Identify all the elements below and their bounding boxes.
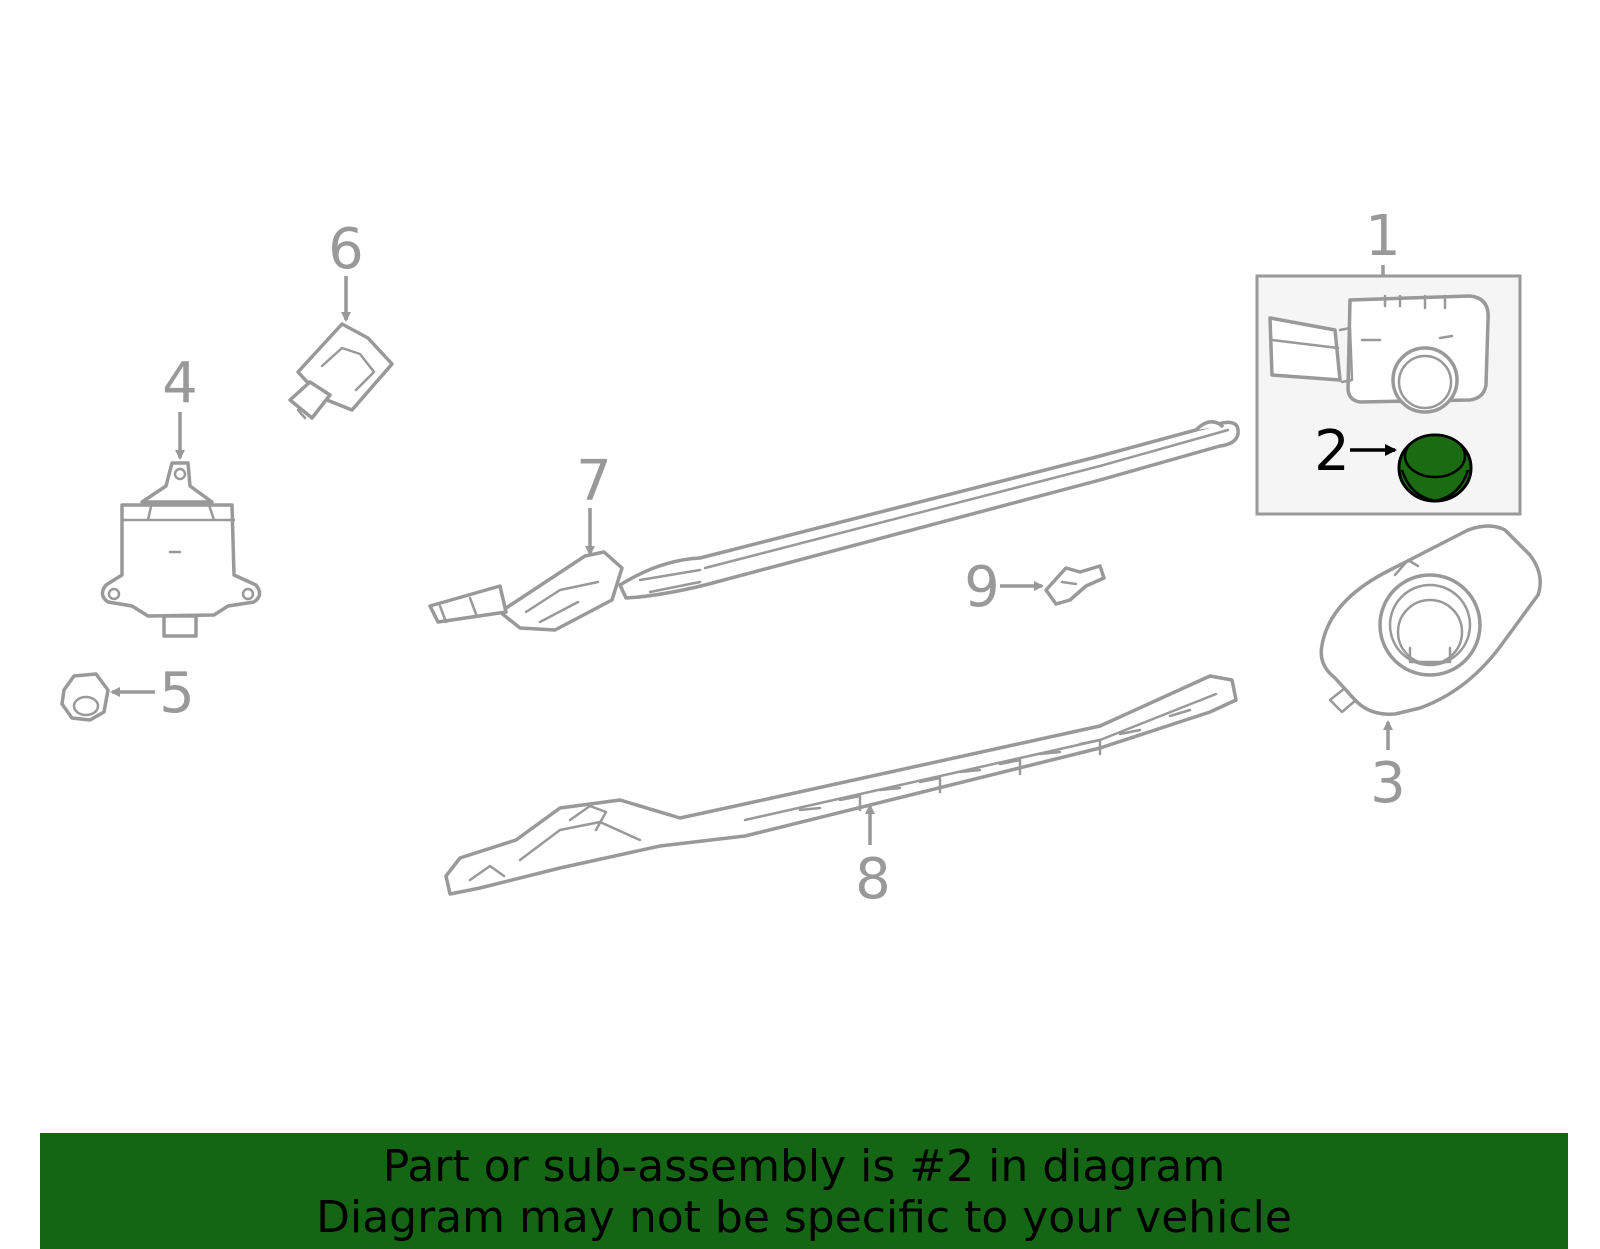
callout-6: 6 [328,217,364,282]
banner-line-2: Diagram may not be specific to your vehi… [316,1192,1292,1243]
part-9-clip[interactable] [1044,564,1106,606]
part-1-assembly[interactable] [1255,265,1522,516]
part-7-harness[interactable] [428,420,1240,632]
banner-line-1: Part or sub-assembly is #2 in diagram [382,1141,1226,1192]
callout-8: 8 [855,847,891,912]
callout-3: 3 [1370,751,1406,816]
callout-9: 9 [964,555,1000,620]
callout-1: 1 [1365,204,1401,269]
part-6-connector[interactable] [288,322,394,420]
callout-4: 4 [162,351,198,416]
part-3-bezel[interactable] [1319,524,1542,716]
part-4-module[interactable] [100,461,262,638]
part-2-highlighted[interactable] [1397,433,1473,503]
part-8-rail[interactable] [444,674,1238,896]
callout-2: 2 [1314,419,1350,484]
part-5-nut[interactable] [60,672,110,722]
callout-7: 7 [576,449,612,514]
callout-5: 5 [159,661,195,726]
info-banner: Part or sub-assembly is #2 in diagram Di… [40,1133,1568,1249]
